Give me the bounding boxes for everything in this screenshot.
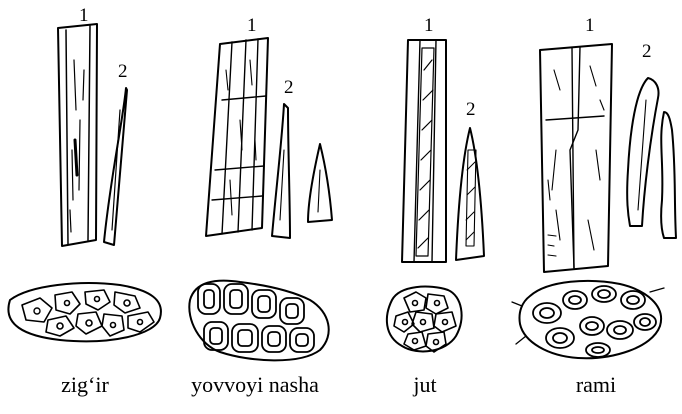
nasha-cell-label: 2 [284,78,294,97]
rami-cross-section [512,281,664,358]
rami-cell-label: 2 [642,42,652,61]
nasha-fiber-bundle [206,38,268,236]
rami-elementary-cell-2 [661,112,676,238]
rami-fiber-label: 1 [585,16,595,35]
zigir-elementary-cell [104,88,127,245]
rami-caption: rami [576,372,616,398]
jut-fiber-label: 1 [424,16,434,35]
jut-cell-label: 2 [466,100,476,119]
rami-elementary-cell-1 [627,78,658,226]
zigir-fiber-bundle [58,24,97,246]
nasha-caption: yovvoyi nasha [191,372,319,398]
nasha-elementary-cell-2 [308,144,332,222]
jut-caption: jut [413,372,436,398]
zigir-cell-label: 2 [118,62,128,81]
nasha-cross-section [189,281,328,361]
zigir-fiber-label: 1 [79,6,89,25]
nasha-elementary-cell-1 [272,104,290,238]
rami-fiber-bundle [540,44,612,272]
zigir-caption: zig‘ir [61,372,109,398]
nasha-fiber-label: 1 [247,16,257,35]
jut-elementary-cell [456,128,484,260]
zigir-cross-section [8,283,161,341]
jut-cross-section [387,287,462,352]
jut-fiber-bundle [402,40,446,262]
